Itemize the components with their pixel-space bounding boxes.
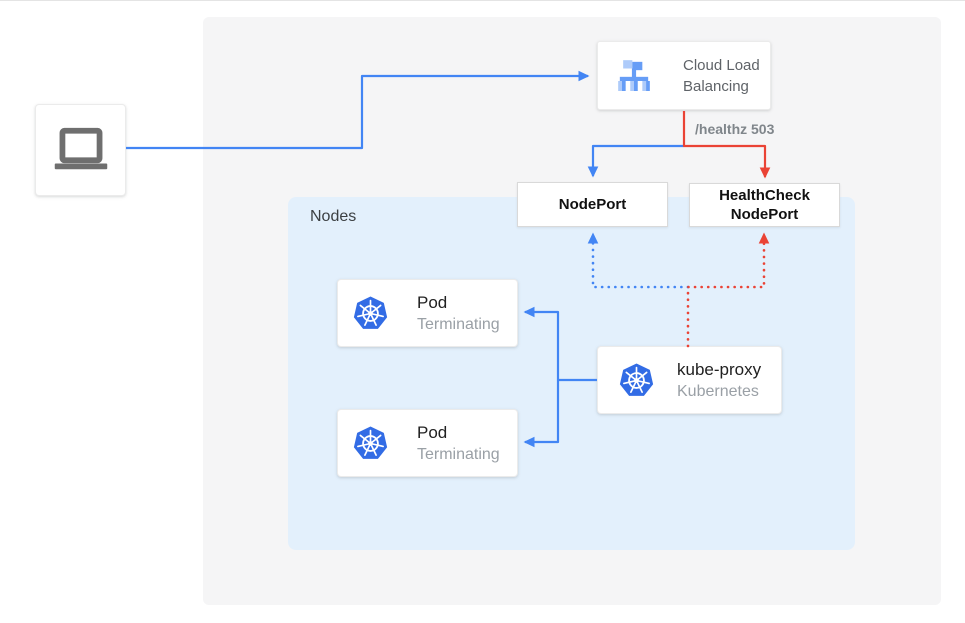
kube-proxy-subtitle: Kubernetes [677, 382, 759, 400]
nodes-panel-label: Nodes [310, 208, 357, 225]
pod-title: Pod [417, 292, 448, 312]
pod-title: Pod [417, 422, 448, 442]
pod-status: Terminating [417, 445, 500, 463]
cloud-load-balancing-node: Cloud Load Balancing [597, 41, 771, 110]
pod-node-2: Pod Terminating [337, 409, 518, 477]
cloud-load-balancing-label: Cloud Load Balancing [683, 56, 760, 95]
load-balancer-icon [614, 56, 654, 96]
kube-proxy-node: kube-proxy Kubernetes [597, 346, 782, 414]
kubernetes-icon [618, 362, 655, 399]
nodeport-node: NodePort [517, 182, 668, 227]
client-node [35, 104, 126, 196]
kubernetes-icon [352, 425, 389, 462]
kubernetes-icon [352, 295, 389, 332]
kube-proxy-title: kube-proxy [677, 359, 762, 379]
healthcheck-nodeport-node: HealthCheck NodePort [689, 183, 840, 227]
nodeport-label: NodePort [558, 196, 627, 213]
pod-node-1: Pod Terminating [337, 279, 518, 347]
laptop-icon [49, 118, 113, 182]
pod-status: Terminating [417, 315, 500, 333]
healthz-status-label: /healthz 503 [695, 121, 775, 137]
